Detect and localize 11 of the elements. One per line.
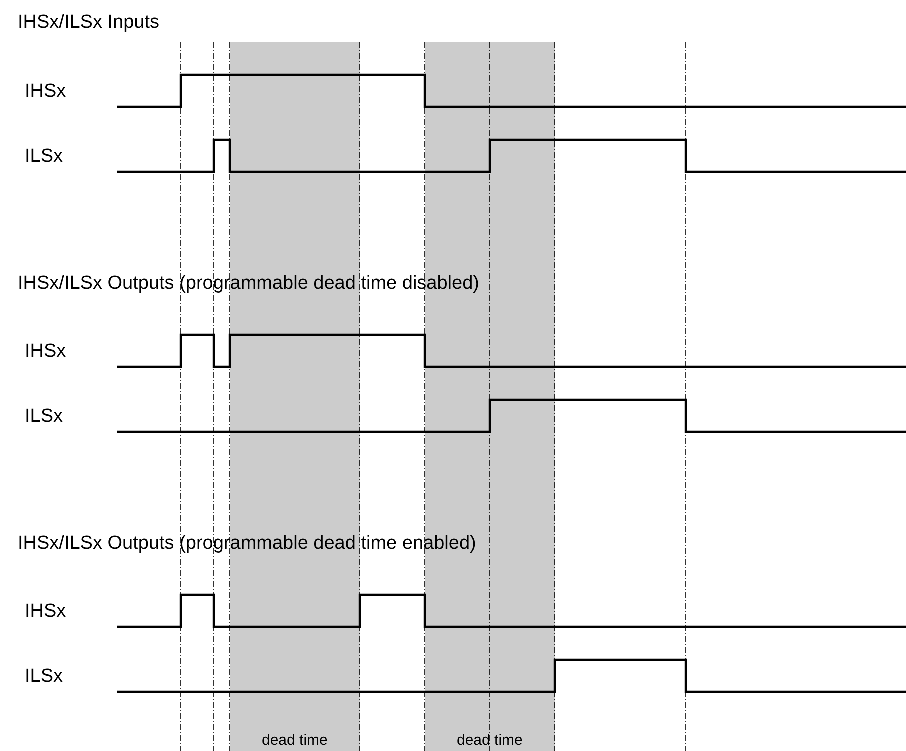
- section-heading: IHSx/ILSx Inputs: [18, 12, 160, 32]
- signal-name: IHSx: [25, 602, 66, 620]
- signal-name: IHSx: [25, 82, 66, 100]
- section-heading: IHSx/ILSx Outputs (programmable dead time enabled): [18, 534, 476, 552]
- signal-name: ILSx: [25, 146, 64, 166]
- dead-time-label: dead time: [457, 732, 523, 748]
- signal-name: IHSx: [25, 342, 66, 360]
- section-heading: IHSx/ILSx Outputs (programmable dead time disabled): [18, 274, 480, 292]
- signal-name: ILSx: [25, 406, 64, 426]
- dead-time-label: dead time: [262, 732, 328, 748]
- signal-name: ILSx: [25, 666, 64, 686]
